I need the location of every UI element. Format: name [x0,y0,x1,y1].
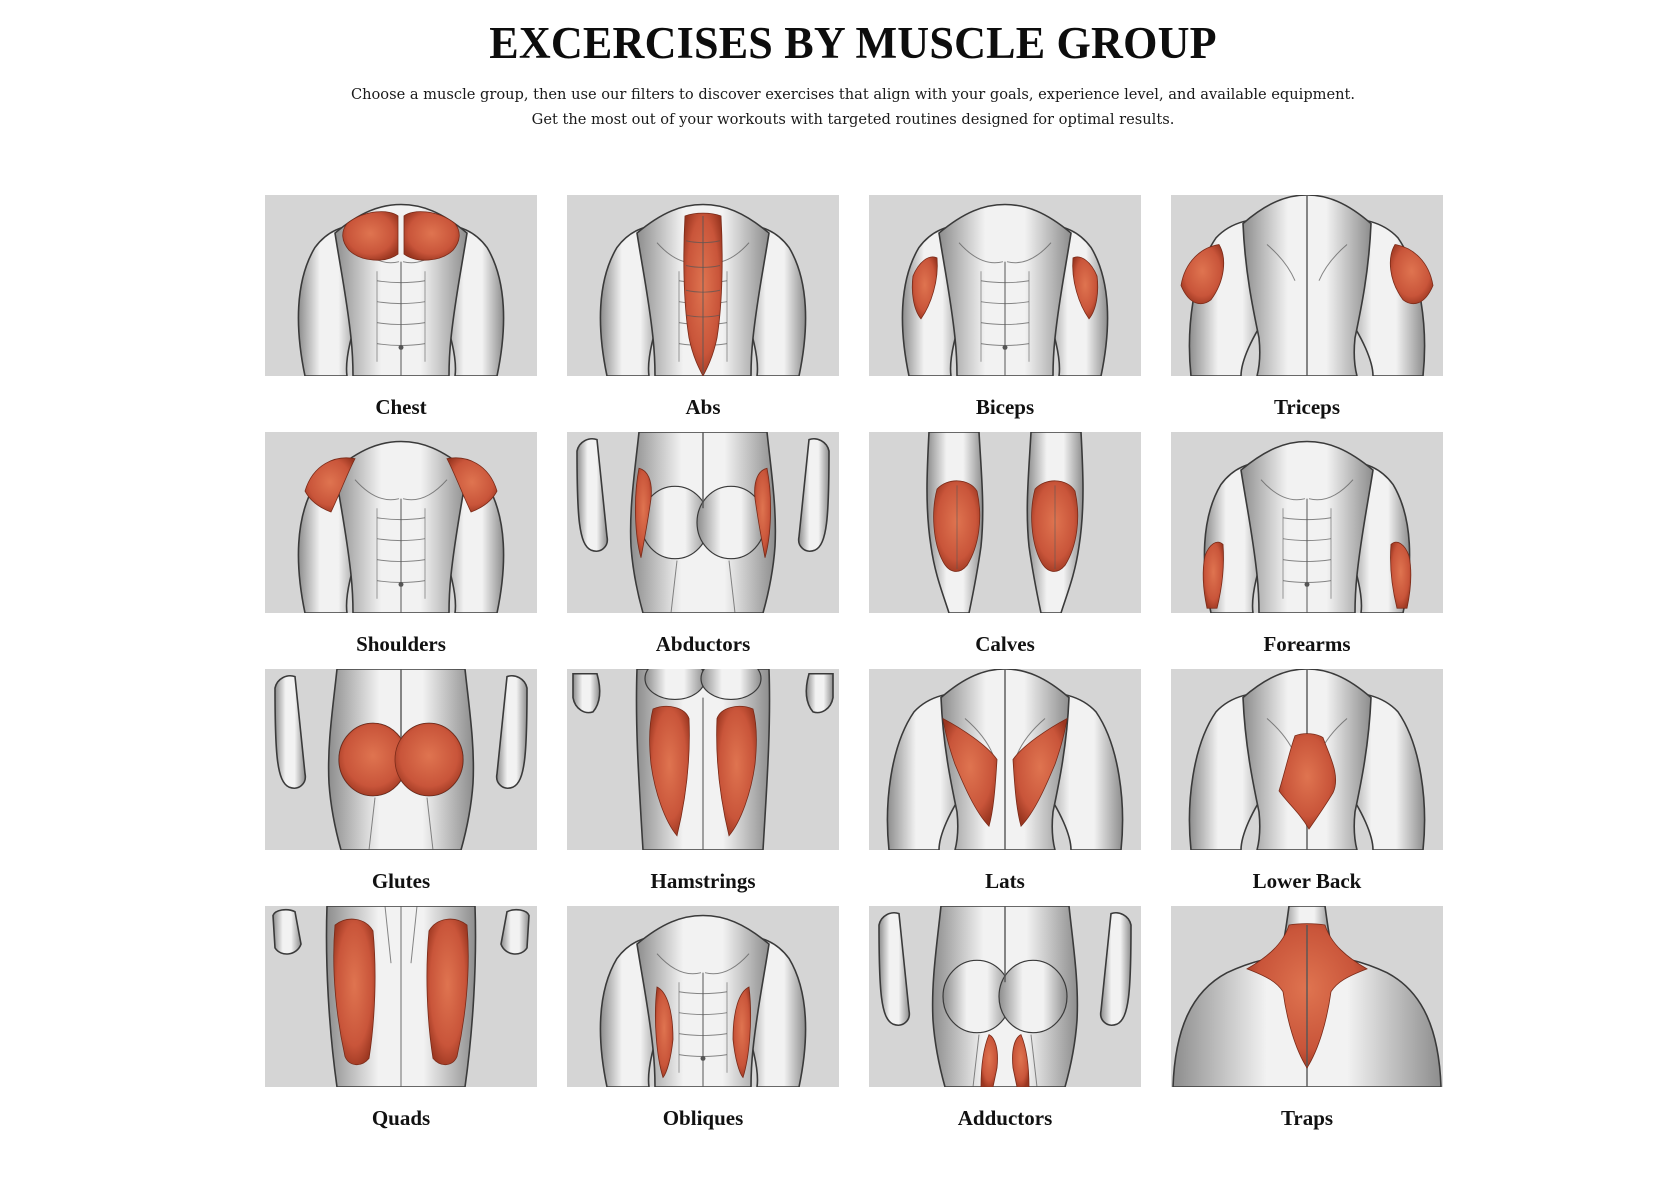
muscle-card-label[interactable]: Calves [975,632,1035,656]
muscle-card-label[interactable]: Hamstrings [650,869,756,893]
muscle-card-lower-back[interactable]: Lower Back [1171,669,1443,906]
muscle-shoulders-image[interactable] [265,432,537,613]
muscle-card-chest[interactable]: Chest [265,195,537,432]
muscle-card-lats[interactable]: Lats [869,669,1141,906]
muscle-illustration-icon [567,669,839,850]
muscle-card-abductors[interactable]: Abductors [567,432,839,669]
muscle-card-label[interactable]: Adductors [957,1106,1053,1130]
muscle-card-label[interactable]: Biceps [975,395,1035,419]
muscle-hamstrings-image[interactable] [567,669,839,850]
muscle-illustration-icon [265,432,537,613]
muscle-illustration-icon [567,432,839,613]
muscle-adductors-image[interactable] [869,906,1141,1087]
muscle-card-label[interactable]: Glutes [371,869,431,893]
muscle-illustration-icon [1171,669,1443,850]
muscle-card-quads[interactable]: Quads [265,906,537,1143]
muscle-card-abs[interactable]: Abs [567,195,839,432]
muscle-abs-image[interactable] [567,195,839,376]
muscle-card-label[interactable]: Traps [1280,1106,1334,1130]
muscle-illustration-icon [1171,906,1443,1087]
muscle-card-forearms[interactable]: Forearms [1171,432,1443,669]
muscle-card-label[interactable]: Forearms [1263,632,1351,656]
muscle-illustration-icon [869,195,1141,376]
muscle-lower-back-image[interactable] [1171,669,1443,850]
muscle-illustration-icon [265,195,537,376]
muscle-card-label[interactable]: Abs [685,395,721,419]
muscle-card-hamstrings[interactable]: Hamstrings [567,669,839,906]
muscle-illustration-icon [567,195,839,376]
muscle-card-shoulders[interactable]: Shoulders [265,432,537,669]
muscle-card-adductors[interactable]: Adductors [869,906,1141,1143]
muscle-illustration-icon [1171,195,1443,376]
muscle-illustration-icon [265,906,537,1087]
muscle-card-label[interactable]: Obliques [662,1106,744,1130]
muscle-lats-image[interactable] [869,669,1141,850]
muscle-glutes-image[interactable] [265,669,537,850]
muscle-group-grid: Chest Abs Biceps [265,195,1443,1143]
muscle-card-label[interactable]: Chest [375,395,427,419]
muscle-card-glutes[interactable]: Glutes [265,669,537,906]
muscle-triceps-image[interactable] [1171,195,1443,376]
muscle-biceps-image[interactable] [869,195,1141,376]
muscle-illustration-icon [1171,432,1443,613]
page-subtitle: Choose a muscle group, then use our filt… [0,82,1666,132]
page-title: EXCERCISES BY MUSCLE GROUP [489,18,1217,68]
muscle-card-biceps[interactable]: Biceps [869,195,1141,432]
muscle-card-triceps[interactable]: Triceps [1171,195,1443,432]
muscle-card-label[interactable]: Lats [985,869,1025,893]
muscle-card-label[interactable]: Abductors [655,632,751,656]
muscle-illustration-icon [265,669,537,850]
muscle-card-traps[interactable]: Traps [1171,906,1443,1143]
subtitle-line-1: Choose a muscle group, then use our filt… [350,86,1356,103]
muscle-illustration-icon [567,906,839,1087]
muscle-card-label[interactable]: Shoulders [356,632,446,656]
muscle-chest-image[interactable] [265,195,537,376]
muscle-calves-image[interactable] [869,432,1141,613]
muscle-quads-image[interactable] [265,906,537,1087]
muscle-card-obliques[interactable]: Obliques [567,906,839,1143]
muscle-card-label[interactable]: Triceps [1273,395,1341,419]
muscle-forearms-image[interactable] [1171,432,1443,613]
muscle-card-label[interactable]: Lower Back [1252,869,1362,893]
muscle-obliques-image[interactable] [567,906,839,1087]
muscle-illustration-icon [869,906,1141,1087]
muscle-illustration-icon [869,432,1141,613]
muscle-illustration-icon [869,669,1141,850]
muscle-traps-image[interactable] [1171,906,1443,1087]
subtitle-line-2: Get the most out of your workouts with t… [531,111,1175,128]
muscle-card-label[interactable]: Quads [371,1106,431,1130]
muscle-card-calves[interactable]: Calves [869,432,1141,669]
muscle-abductors-image[interactable] [567,432,839,613]
